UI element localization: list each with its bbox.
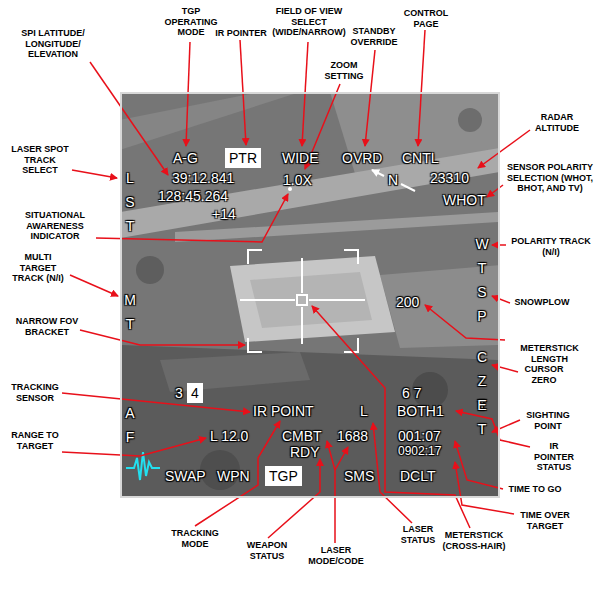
soft-key-column: E T <box>474 393 490 441</box>
crosshair <box>240 250 365 352</box>
display-readout: SWAP <box>165 468 206 484</box>
callout-label: LASER SPOT TRACK SELECT <box>8 144 72 176</box>
display-readout: 128:45.264 <box>158 188 228 204</box>
option-text: TGP <box>269 468 298 484</box>
display-readout: CMBT <box>282 428 322 444</box>
display-readout: +14 <box>212 206 236 222</box>
display-readout: L 12.0 <box>210 428 248 444</box>
display-readout: 1688 <box>337 428 368 444</box>
display-readout: CNTL <box>402 150 439 166</box>
display-readout: DCLT <box>400 468 436 484</box>
display-readout: 6 7 <box>402 385 421 401</box>
callout-label: METERSTICK (CROSS-HAIR) <box>438 530 510 551</box>
display-readout: 3 <box>175 385 183 401</box>
callout-label: LASER MODE/CODE <box>305 545 367 566</box>
display-readout: A-G <box>173 150 198 166</box>
callout-label: STANDBY OVERRIDE <box>346 26 402 47</box>
callout-label: SNOWPLOW <box>512 297 572 308</box>
soft-key-column: M T <box>122 288 138 336</box>
callout-label: LASER STATUS <box>392 524 444 545</box>
display-readout: 001:07 <box>398 428 441 444</box>
soft-key-column: S P <box>474 280 490 328</box>
option-text: 4 <box>191 385 199 401</box>
display-readout: 39:12.841 <box>172 170 234 186</box>
highlighted-option: PTR <box>225 148 261 168</box>
display-readout: N <box>388 172 398 188</box>
display-readout: SMS <box>344 468 374 484</box>
callout-label: TRACKING SENSOR <box>6 382 64 403</box>
callout-label: SIGHTING POINT <box>520 410 576 431</box>
highlighted-option: 4 <box>187 383 203 403</box>
option-text: PTR <box>229 150 257 166</box>
callout-label: TGP OPERATING MODE <box>162 6 220 38</box>
display-readout: BOTH1 <box>397 403 444 419</box>
display-readout: 0902:17 <box>398 444 441 458</box>
aerial-scene <box>122 94 498 496</box>
callout-label: ZOOM SETTING <box>316 60 372 81</box>
callout-label: TIME TO GO <box>504 484 566 495</box>
callout-label: IR POINTER STATUS <box>530 441 578 473</box>
display-readout: WHOT <box>443 192 486 208</box>
callout-label: CURSOR ZERO <box>520 364 568 385</box>
display-screen: A-G WIDE OVRD CNTL 39:12.841 1.0X 23310 128:45.… <box>120 92 500 498</box>
callout-label: FIELD OF VIEW SELECT (WIDE/NARROW) <box>270 6 348 38</box>
callout-label: METERSTICK LENGTH <box>502 343 597 364</box>
callout-label: MULTI TARGET TRACK (N/I) <box>6 252 70 284</box>
callout-label: NARROW FOV BRACKET <box>12 316 82 337</box>
display-readout: 23310 <box>430 170 469 186</box>
callout-label: SITUATIONAL AWARENESS INDICATOR <box>14 210 96 242</box>
callout-label: WEAPON STATUS <box>238 540 296 561</box>
callout-label: SENSOR POLARITY SELECTION (WHOT, BHOT, A… <box>504 162 596 194</box>
display-readout: WIDE <box>282 150 319 166</box>
display-readout: IR POINT <box>253 403 314 419</box>
highlighted-option: TGP <box>265 466 302 486</box>
display-readout: OVRD <box>342 150 382 166</box>
soft-key-column: W T <box>474 232 490 280</box>
soft-key-column: A F <box>122 401 138 449</box>
display-readout: 1.0X <box>283 172 312 188</box>
display-readout: RDY <box>290 444 320 460</box>
callout-label: RANGE TO TARGET <box>6 430 64 451</box>
callout-label: TRACKING MODE <box>165 528 225 549</box>
callout-label: POLARITY TRACK (N/I) <box>508 236 594 257</box>
soft-key-column: L S T <box>122 166 138 238</box>
display-readout: L <box>360 403 368 419</box>
callout-label: SPI LATITUDE/ LONGITUDE/ ELEVATION <box>12 28 94 60</box>
callout-label: RADAR ALTITUDE <box>528 112 586 133</box>
display-readout: 200 <box>396 294 419 310</box>
north-arrow <box>372 170 415 191</box>
callout-label: TIME OVER TARGET <box>512 510 578 531</box>
leader-lines <box>62 30 530 543</box>
display-readout: WPN <box>217 468 250 484</box>
callout-label: IR POINTER <box>212 28 270 39</box>
callout-label: CONTROL PAGE <box>398 8 454 29</box>
